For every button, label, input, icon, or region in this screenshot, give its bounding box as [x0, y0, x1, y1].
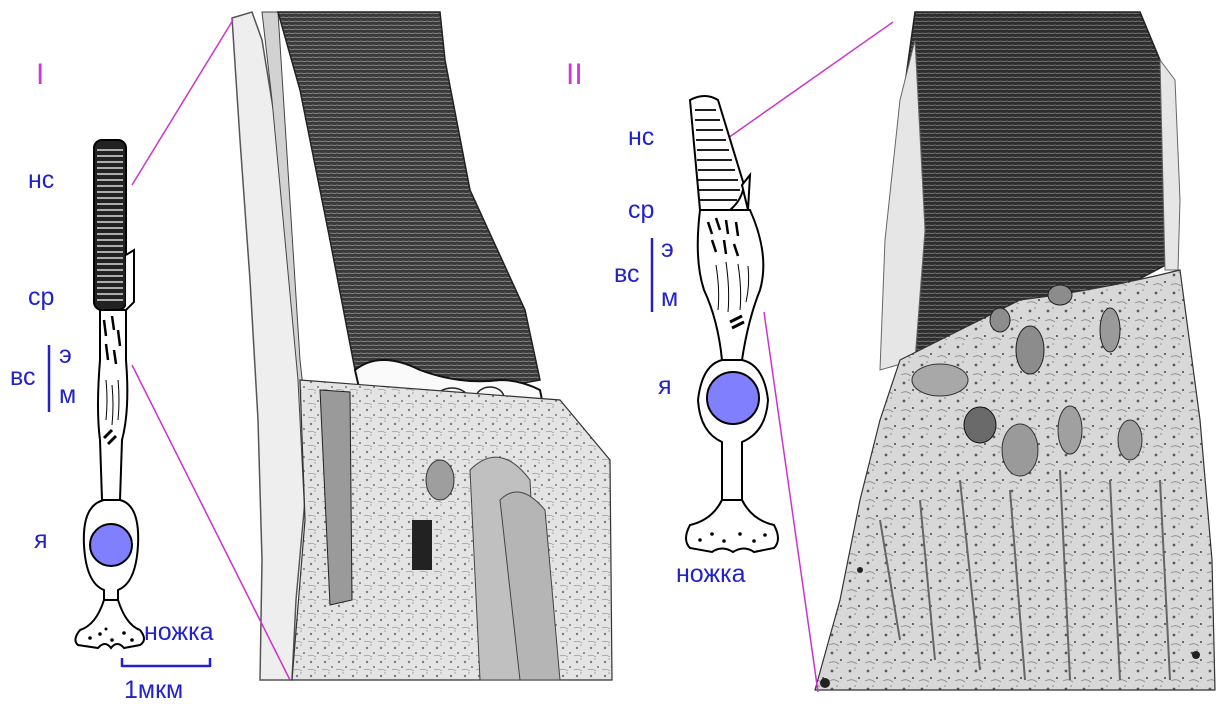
scale-bar-label: 1мкм	[124, 678, 183, 703]
cone-nucleus	[707, 372, 759, 424]
cone-outer-segment-label: нс	[628, 125, 654, 150]
cone-cilium-label: ср	[628, 198, 654, 223]
rod-outer-segment	[94, 140, 126, 310]
cone-outer-segment	[690, 96, 744, 210]
cone-myoid-label: м	[661, 286, 678, 311]
cone-inner-segment-label: вс	[614, 262, 640, 287]
guide-line-rod-top	[132, 20, 233, 185]
cone-schematic	[686, 96, 778, 552]
cone-nucleus-label: я	[658, 374, 672, 399]
rod-outer-segment-label: нс	[28, 168, 54, 193]
rod-myoid-label: м	[59, 383, 76, 408]
panel-numeral-1: I	[36, 60, 44, 90]
rod-schematic	[75, 140, 144, 648]
cone-pedicle-label: ножка	[676, 562, 746, 587]
cone-pedicle	[686, 500, 778, 552]
rod-inner-segment-label: вс	[10, 365, 36, 390]
rod-pedicle	[75, 600, 144, 648]
scale-bar	[122, 658, 210, 667]
rod-cilium-label: ср	[28, 285, 54, 310]
guide-line-cone-bottom	[764, 312, 818, 692]
micrograph-cone	[815, 12, 1215, 690]
cone-ellipsoid-label: э	[661, 237, 674, 262]
cone-inner-segment	[698, 210, 764, 360]
rod-nucleus	[90, 524, 132, 566]
rod-pedicle-label: ножка	[144, 620, 214, 645]
guide-line-cone-top	[728, 22, 893, 138]
panel-numeral-2: II	[566, 60, 583, 90]
rod-ellipsoid-label: э	[59, 343, 72, 368]
rod-nucleus-label: я	[34, 528, 48, 553]
micrograph-rod	[232, 12, 612, 680]
